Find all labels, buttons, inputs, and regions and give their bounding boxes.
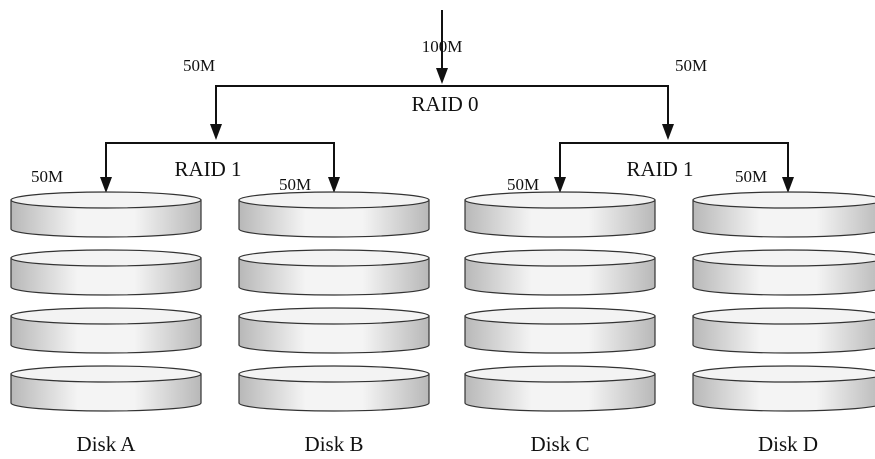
disk-b: Disk B — [238, 191, 430, 456]
raid0-left-arrow — [210, 124, 222, 140]
raid1-left-bracket — [100, 142, 340, 193]
input-arrow — [436, 68, 448, 84]
raid1-right-arrow-c — [554, 177, 566, 193]
disk-b-platter-2 — [238, 249, 430, 296]
disk-c-platter-4 — [464, 365, 656, 412]
input-size-label: 100M — [422, 37, 463, 56]
disk-a: Disk A — [10, 191, 202, 456]
disk-d-platter-4 — [692, 365, 875, 412]
raid1-right-bracket — [554, 142, 794, 193]
raid1-left-arrow-a — [100, 177, 112, 193]
disk-d-platter-1 — [692, 191, 875, 238]
disk-c-size-label: 50M — [507, 175, 539, 194]
disk-d: Disk D — [692, 191, 875, 456]
raid0-bracket — [210, 85, 674, 140]
raid1-right-label: RAID 1 — [626, 157, 693, 181]
disk-a-platter-3 — [10, 307, 202, 354]
raid1-right-arrow-d — [782, 177, 794, 193]
raid0-label: RAID 0 — [411, 92, 478, 116]
raid1-left-label: RAID 1 — [174, 157, 241, 181]
raid1-left-arrow-b — [328, 177, 340, 193]
disk-d-platter-3 — [692, 307, 875, 354]
disk-d-label: Disk D — [758, 432, 818, 456]
disk-d-platter-2 — [692, 249, 875, 296]
disk-a-size-label: 50M — [31, 167, 63, 186]
disk-b-label: Disk B — [305, 432, 364, 456]
disk-c-platter-3 — [464, 307, 656, 354]
raid0-left-size-label: 50M — [183, 56, 215, 75]
disk-b-platter-3 — [238, 307, 430, 354]
disk-a-platter-2 — [10, 249, 202, 296]
disk-c: Disk C — [464, 191, 656, 456]
disk-a-label: Disk A — [77, 432, 137, 456]
disk-d-platters — [692, 191, 875, 412]
disk-b-size-label: 50M — [279, 175, 311, 194]
raid0-right-size-label: 50M — [675, 56, 707, 75]
input-connector — [436, 10, 448, 84]
disk-a-platter-4 — [10, 365, 202, 412]
disk-b-platters — [238, 191, 430, 412]
raid0-right-arrow — [662, 124, 674, 140]
disk-c-platter-1 — [464, 191, 656, 238]
disk-a-platters — [10, 191, 202, 412]
disk-d-size-label: 50M — [735, 167, 767, 186]
disk-b-platter-1 — [238, 191, 430, 238]
disk-c-platter-2 — [464, 249, 656, 296]
disk-c-platters — [464, 191, 656, 412]
disk-b-platter-4 — [238, 365, 430, 412]
disk-c-label: Disk C — [531, 432, 590, 456]
disk-a-platter-1 — [10, 191, 202, 238]
